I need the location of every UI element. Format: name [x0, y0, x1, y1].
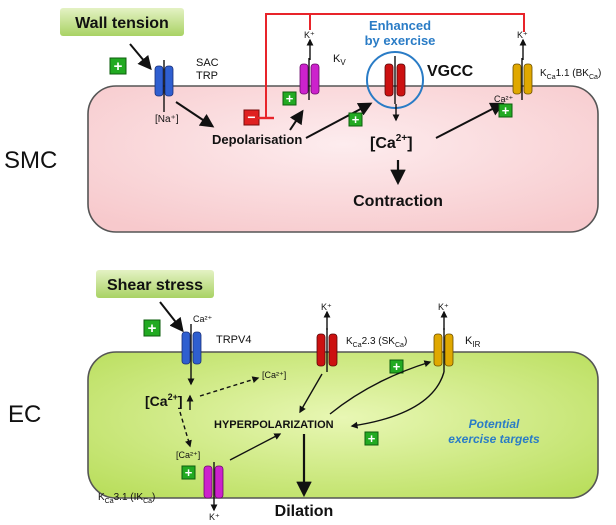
ik-channel-icon	[203, 462, 224, 512]
kv-label: KV	[333, 53, 346, 67]
svg-text:+: +	[185, 465, 193, 480]
ec-ca-small-2: [Ca²⁺]	[176, 450, 200, 460]
ec-plus-box-trpv4: +	[143, 319, 161, 337]
smc-minus-box: −	[243, 109, 260, 126]
sk-k-plus: K⁺	[321, 302, 332, 312]
ec-ca-small-1: [Ca²⁺]	[262, 370, 286, 380]
potential-line1: Potential	[469, 417, 520, 431]
enhanced-line1: Enhanced	[369, 18, 431, 33]
ec-plus-box-ik: +	[181, 465, 196, 480]
shear-stress-tag	[96, 270, 214, 298]
na-label: [Na⁺]	[155, 114, 179, 125]
smc-section: SMC Wall tension + SAC TRP [Na⁺] Depolar…	[4, 8, 601, 233]
kir-channel-icon	[433, 328, 454, 372]
kv-channel-icon	[299, 58, 320, 100]
bk-channel-icon	[512, 58, 533, 100]
ec-ca-cyto: [Ca2+]	[145, 392, 183, 409]
sac-label: SAC	[196, 57, 219, 69]
ec-plus-box-kir: +	[389, 359, 404, 374]
svg-text:+: +	[502, 103, 510, 118]
ik-label: KCa3.1 (IKCa)	[98, 492, 155, 505]
depolarisation-label: Depolarisation	[212, 132, 302, 147]
ca-to-sk-dashed	[199, 376, 260, 397]
depol-to-vgcc-arrow	[305, 102, 373, 139]
sk-to-hyper-arrow	[299, 373, 323, 414]
ca-to-ik-dashed	[179, 411, 192, 448]
shear-stress-arrow	[159, 301, 184, 333]
kir-k-plus: K⁺	[438, 302, 449, 312]
svg-text:+: +	[352, 112, 360, 127]
vgcc-label: VGCC	[427, 63, 474, 80]
hyperpolarization-label: HYPERPOLARIZATION	[214, 419, 334, 431]
shear-stress-text: Shear stress	[107, 277, 203, 294]
wall-tension-tag	[60, 8, 184, 36]
kv-k-plus: K⁺	[304, 30, 315, 40]
smc-ca-cyto: [Ca2+]	[370, 133, 413, 152]
trpv4-label: TRPV4	[216, 334, 251, 346]
svg-text:+: +	[393, 359, 401, 374]
smc-plus-box-vgcc: +	[348, 112, 363, 127]
bk-label: KCa1.1 (BKCa)	[540, 68, 601, 81]
kir-to-hyper-curve	[350, 371, 445, 429]
wall-tension-text: Wall tension	[75, 15, 169, 32]
ec-cell	[87, 351, 599, 499]
svg-text:−: −	[247, 109, 255, 125]
ca-to-bk-arrow	[435, 102, 505, 139]
sac-to-depolarisation-arrow	[175, 101, 215, 128]
svg-text:+: +	[114, 58, 123, 75]
bk-k-plus: K⁺	[517, 30, 528, 40]
trp-label: TRP	[196, 70, 218, 82]
contraction-label: Contraction	[353, 193, 443, 210]
smc-plus-box-sac: +	[109, 57, 127, 75]
smc-plus-box-kv: +	[282, 91, 297, 106]
svg-text:+: +	[368, 431, 376, 446]
potential-line2: exercise targets	[448, 432, 540, 446]
ik-to-hyper-arrow	[229, 433, 282, 461]
vgcc-highlight-circle	[366, 51, 424, 109]
wall-tension-arrow	[129, 43, 152, 71]
ec-ca-in-label: Ca²⁺	[193, 314, 213, 324]
vgcc-channel-icon	[384, 56, 406, 104]
kir-label: KIR	[465, 335, 481, 349]
smc-ca-label: Ca²⁺	[494, 94, 514, 104]
dilation-label: Dilation	[275, 503, 334, 520]
trpv4-channel-icon	[181, 324, 202, 386]
smc-cell	[87, 85, 599, 233]
inhibition-line	[265, 13, 525, 118]
sk-channel-icon	[316, 328, 338, 372]
enhanced-line2: by exercise	[365, 33, 436, 48]
svg-text:+: +	[148, 320, 157, 337]
ec-section: EC Shear stress + Ca²⁺ TRPV4 [Ca2+] [Ca²…	[8, 270, 599, 522]
hyper-to-kir-curve	[329, 360, 432, 415]
smc-label: SMC	[4, 147, 57, 174]
sk-label: KCa2.3 (SKCa)	[346, 336, 407, 349]
ec-k-plus-ik: K⁺	[209, 512, 220, 522]
svg-text:+: +	[286, 91, 294, 106]
ec-label: EC	[8, 401, 41, 428]
depol-to-kv-arrow	[289, 109, 304, 131]
smc-plus-box-bk: +	[498, 103, 513, 118]
sac-trp-channel-icon	[154, 60, 174, 112]
ec-plus-box-hyper: +	[364, 431, 379, 446]
